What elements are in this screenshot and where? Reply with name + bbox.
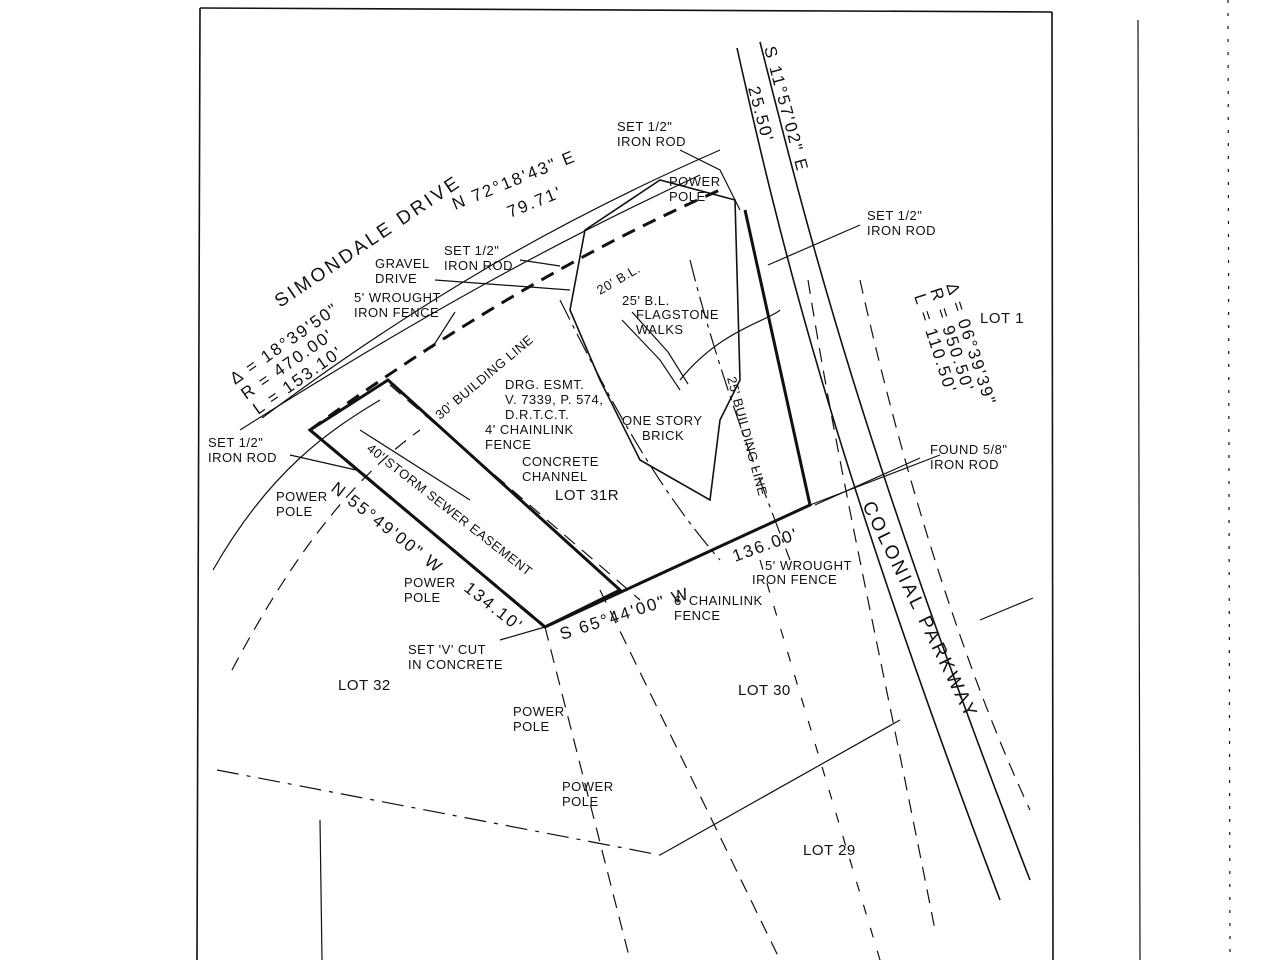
note-vcut-2: IN CONCRETE: [408, 657, 503, 672]
storm-easement-line: [389, 384, 641, 601]
leader-vcut: [499, 626, 546, 641]
note-concrete: CONCRETE: [522, 454, 599, 469]
leader-rod-right: [767, 224, 861, 266]
drg-esmt-line: [359, 429, 471, 501]
lot-32-label: LOT 32: [338, 677, 391, 694]
road-edge-1: [736, 47, 1001, 901]
note-power-pole-low: POWER: [513, 704, 565, 719]
note-found-rod-2: IRON ROD: [930, 457, 999, 472]
note-bl25: 25' B.L.: [622, 293, 670, 308]
west-street-arc: [212, 399, 381, 571]
note-power-pole-low-2: POLE: [513, 719, 550, 734]
note-power-pole-bot-2: POLE: [562, 794, 599, 809]
leader-gravel: [434, 279, 571, 291]
note-set-rod-left-2: IRON ROD: [208, 450, 277, 465]
road-edge-2: [759, 41, 1031, 881]
note-gravel: GRAVEL: [375, 256, 430, 271]
power-line-south: [544, 626, 631, 960]
note-found-rod: FOUND 5/8": [930, 442, 1008, 457]
note-power-pole-left-2: POLE: [276, 504, 313, 519]
road-edge-3: [859, 279, 1031, 811]
note-set-rod-mid-2: IRON ROD: [444, 258, 513, 273]
north-boundary: [309, 188, 721, 432]
note-power-pole-mid: POWER: [404, 575, 456, 590]
frame-right: [1051, 11, 1054, 960]
note-set-rod-top-2: IRON ROD: [617, 134, 686, 149]
note-set-rod-left: SET 1/2": [208, 435, 263, 450]
note-wrought: 5' WROUGHT: [354, 290, 441, 305]
leader-fence: [431, 311, 456, 349]
note-gravel-2: DRIVE: [375, 271, 417, 286]
lot-29-label: LOT 29: [803, 842, 856, 859]
note-house-2: BRICK: [642, 428, 684, 443]
note-power-pole-top: POWER: [669, 174, 721, 189]
note-power-pole-top-2: POLE: [669, 189, 706, 204]
note-power-pole-bot: POWER: [562, 779, 614, 794]
note-power-pole-mid-2: POLE: [404, 590, 441, 605]
note-set-rod-top: SET 1/2": [617, 119, 672, 134]
note-chain4: 4' CHAINLINK: [485, 422, 574, 437]
lot32-29-line: [216, 769, 661, 856]
note-power-pole-left: POWER: [276, 489, 328, 504]
note-set-rod-mid: SET 1/2": [444, 243, 499, 258]
lot30-29-line: [659, 719, 901, 856]
west-street-arc-dash: [231, 429, 421, 671]
frame-edge-right: [1227, 0, 1231, 960]
flagstone-walk: [621, 311, 689, 391]
note-wrought-south: 5' WROUGHT: [765, 558, 852, 573]
note-flagstone-2: WALKS: [636, 322, 684, 337]
frame-left: [196, 7, 201, 960]
note-chain6-2: FENCE: [674, 608, 721, 623]
lot-line-east: [979, 597, 1034, 621]
power-line-se: [599, 589, 781, 960]
road-center: [807, 279, 936, 931]
frame-top: [199, 7, 1053, 13]
note-chain6: 6' CHAINLINK: [674, 593, 763, 608]
lot-31r-label: LOT 31R: [555, 487, 619, 504]
lot-1-label: LOT 1: [980, 310, 1024, 327]
building-line-25: [689, 259, 791, 561]
leader-rod-top: [679, 149, 741, 211]
note-wrought-south-2: IRON FENCE: [752, 572, 837, 587]
note-drg-3: D.R.T.C.T.: [505, 407, 569, 422]
note-chain4-2: FENCE: [485, 437, 532, 452]
note-storm: 40' STORM SEWER EASEMENT: [364, 441, 535, 579]
note-bl25-long: 25' BUILDING LINE: [724, 375, 770, 498]
south-line-bearing: S 65°44'00" W: [557, 584, 692, 644]
note-set-rod-right-2: IRON ROD: [867, 223, 936, 238]
west-boundary: [309, 428, 546, 629]
simondale-edge-2: [239, 174, 701, 431]
note-set-rod-right: SET 1/2": [867, 208, 922, 223]
note-flagstone: FLAGSTONE: [636, 307, 719, 322]
frame-outer-right: [1137, 19, 1141, 960]
note-concrete-2: CHANNEL: [522, 469, 588, 484]
lot30-west: [759, 559, 881, 960]
note-drg-2: V. 7339, P. 574,: [505, 392, 603, 407]
leader-rod-left: [289, 454, 357, 471]
note-drg: DRG. ESMT.: [505, 377, 584, 392]
house-footprint: [569, 179, 741, 502]
walk-curve: [679, 309, 781, 381]
note-house: ONE STORY: [622, 413, 703, 428]
note-wrought-2: IRON FENCE: [354, 305, 439, 320]
simondale-edge: [261, 149, 721, 419]
note-vcut: SET 'V' CUT: [408, 642, 486, 657]
street-colonial: COLONIAL PARKWAY: [858, 498, 982, 723]
leader-rod-mid: [519, 259, 561, 267]
found-rod-line: [809, 454, 941, 506]
west-tract-boundary: [307, 378, 623, 629]
west-line-distance: 134.10': [461, 578, 527, 636]
leader-found: [814, 457, 921, 506]
frame-lower-mark: [319, 819, 323, 960]
lot-30-label: LOT 30: [738, 682, 791, 699]
